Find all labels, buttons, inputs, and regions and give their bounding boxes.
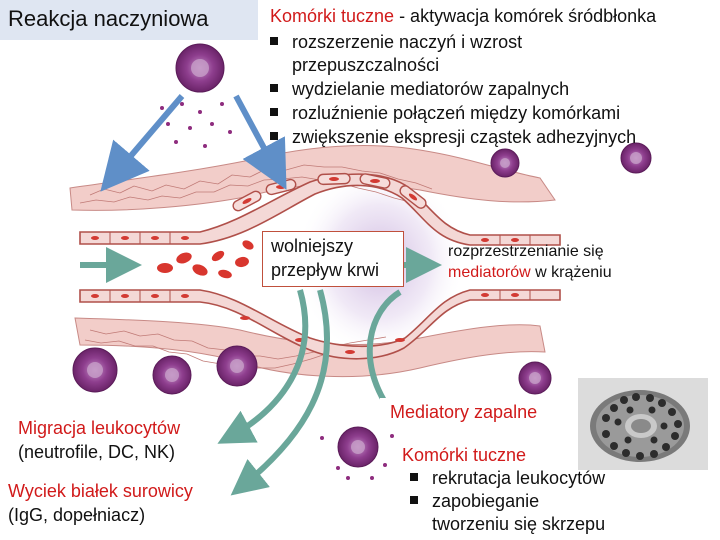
title-banner: Reakcja naczyniowa xyxy=(0,0,258,40)
leak-arrow xyxy=(230,289,331,496)
mast-bottom-title: Komórki tuczne xyxy=(402,445,527,465)
mast-cell-nuclei xyxy=(87,59,642,454)
migration-sub: (neutrofile, DC, NK) xyxy=(18,442,176,462)
red-blood-cells xyxy=(157,240,254,279)
top-bullet-1: rozszerzenie naczyń i wzrost xyxy=(270,31,522,53)
mast-bottom-bullet-1: rekrutacja leukocytów xyxy=(410,467,605,489)
flow-line-1: wolniejszy xyxy=(271,236,354,256)
arrow-to-tissue xyxy=(100,94,185,192)
mediators-box: Mediatory zapalne xyxy=(380,398,558,428)
spread-line-2: mediatorów w krążeniu xyxy=(448,264,612,281)
mast-bottom-bullet-2-cont: tworzeniu się skrzepu xyxy=(432,514,606,534)
slower-flow-box: wolniejszy przepływ krwi xyxy=(262,231,404,287)
mediator-arrow xyxy=(366,289,402,412)
vessel-upper-wall xyxy=(79,172,561,246)
top-heading-rest: - aktywacja komórek śródbłonka xyxy=(394,6,657,26)
top-heading-red: Komórki tuczne xyxy=(270,6,395,26)
page-title: Reakcja naczyniowa xyxy=(8,6,209,31)
top-bullet-4: zwiększenie ekspresji cząstek adhezyjnyc… xyxy=(270,126,636,148)
top-bullet-2: wydzielanie mediatorów zapalnych xyxy=(270,78,569,100)
leak-sub: (IgG, dopełniacz) xyxy=(8,505,146,525)
top-heading: Komórki tuczne - aktywacja komórek śródb… xyxy=(270,6,656,27)
mediators-label: Mediatory zapalne xyxy=(390,402,538,422)
migration-title: Migracja leukocytów xyxy=(18,418,181,438)
upper-tissue xyxy=(69,145,556,211)
arrow-to-vessel xyxy=(233,94,287,190)
mast-bottom-bullet-2: zapobieganie xyxy=(410,490,539,512)
micrograph-image xyxy=(578,378,708,470)
top-bullet-1-cont: przepuszczalności xyxy=(292,55,440,75)
spread-line-1: rozprzestrzenianie się xyxy=(448,243,604,260)
migration-arrow xyxy=(217,289,309,444)
mediator-granules xyxy=(160,102,394,480)
leak-title: Wyciek białek surowicy xyxy=(8,481,193,501)
top-bullet-3: rozluźnienie połączeń między komórkami xyxy=(270,102,620,124)
flow-line-2: przepływ krwi xyxy=(271,260,380,280)
mast-cell-micrograph xyxy=(578,378,708,470)
